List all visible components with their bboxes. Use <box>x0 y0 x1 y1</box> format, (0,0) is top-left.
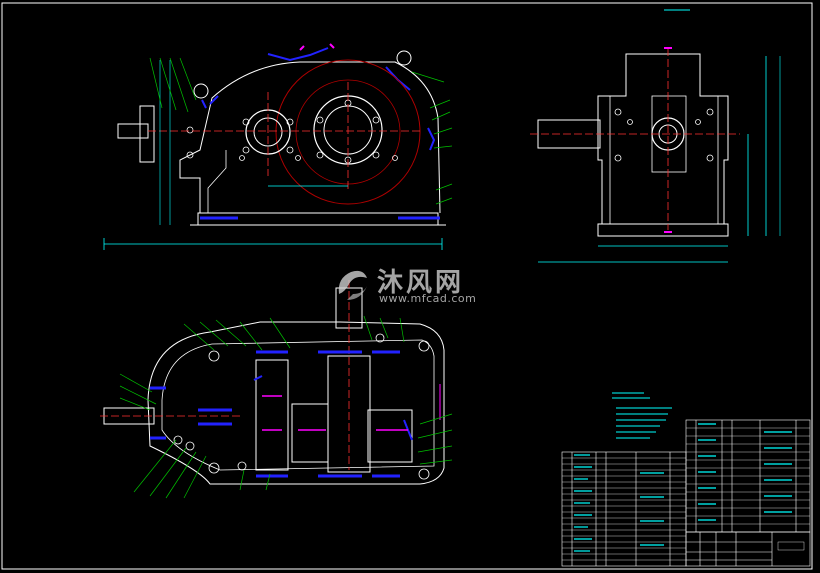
front-view <box>103 43 453 250</box>
watermark-url: www.mfcad.com <box>379 292 477 305</box>
watermark-brand: 沐风网 <box>377 268 465 298</box>
technical-notes <box>612 392 672 439</box>
top-gear-3 <box>367 409 413 463</box>
front-lug-left <box>193 83 209 99</box>
front-lug-right <box>396 50 412 66</box>
side-view <box>530 47 781 263</box>
title-block-name-cell <box>777 541 805 551</box>
parts-list-left-text <box>574 454 664 552</box>
top-gear-1 <box>255 359 289 471</box>
top-gear-2 <box>291 403 329 463</box>
top-housing-outer <box>147 321 445 485</box>
front-housing <box>179 61 441 214</box>
mfcad-logo-icon <box>338 270 367 300</box>
parts-list-right-text <box>698 423 792 521</box>
parts-list-left <box>561 451 687 567</box>
front-input-shaft <box>117 123 149 139</box>
title-block <box>685 531 811 567</box>
front-cover-hidden <box>267 47 329 62</box>
watermark: 沐风网 www.mfcad.com <box>333 262 493 306</box>
side-housing <box>597 53 729 225</box>
front-large-gear-pitch <box>275 59 421 205</box>
top-view <box>100 280 453 499</box>
parts-list-left-rows <box>562 457 686 561</box>
parts-list-right-rows <box>686 427 810 525</box>
